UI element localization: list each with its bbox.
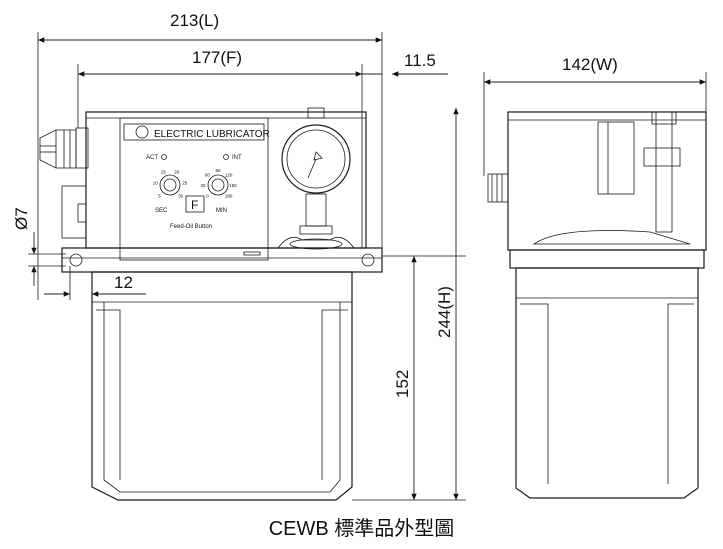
dim-offset: 11.5 — [404, 51, 436, 70]
side-gauge-stem — [655, 111, 673, 233]
drawing-caption: CEWB 標準品外型圖 — [268, 518, 455, 540]
act-led-icon — [161, 154, 167, 160]
side-view — [487, 111, 707, 499]
side-housing — [507, 111, 707, 251]
panel-brand: ELECTRIC LUBRICATOR — [154, 129, 270, 140]
side-window-right — [667, 303, 694, 484]
pump-housing — [85, 111, 367, 249]
feed-oil-button[interactable] — [185, 195, 205, 213]
min-dial-scale: 0 30 60 90 120 150 180 — [200, 168, 237, 199]
terminal-block — [61, 185, 87, 239]
side-stem-cap — [651, 111, 677, 125]
sec-dial-scale: 5 10 15 20 25 30 — [153, 170, 188, 199]
front-tank-inner — [103, 302, 341, 493]
cable-gland — [39, 127, 89, 169]
min-dial-knob[interactable] — [211, 178, 225, 192]
min-dial-tick-label: 120 — [225, 172, 233, 177]
side-gland — [487, 173, 509, 203]
min-dial-tick-label: 30 — [200, 183, 206, 188]
feed-oil-label: Feed-Oil Button — [170, 224, 212, 230]
min-dial-tick-label: 90 — [215, 168, 221, 173]
side-fitting — [643, 147, 681, 167]
sec-dial-tick-label: 20 — [174, 170, 180, 175]
sec-dial-tick-label: 15 — [161, 170, 167, 175]
sec-dial-tick-label: 5 — [158, 194, 161, 199]
dim-tank-height: 152 — [393, 370, 412, 398]
terminal-tab — [77, 203, 87, 223]
int-led-icon — [223, 154, 229, 160]
pressure-gauge — [277, 107, 355, 250]
sec-label: SEC — [155, 208, 168, 214]
tank-window-left — [96, 309, 121, 480]
min-dial-tick-label: 0 — [206, 194, 209, 199]
side-flange — [509, 249, 705, 269]
dim-hole-offset: 12 — [114, 273, 133, 292]
side-pump-base — [532, 230, 691, 245]
control-panel — [119, 117, 269, 261]
brand-logo-icon — [135, 125, 149, 139]
sec-dial-tick-label: 25 — [182, 181, 188, 186]
min-dial-tick-label: 60 — [205, 172, 211, 177]
panel-title-bar — [123, 123, 265, 141]
side-gauge — [597, 121, 635, 195]
side-window-left — [520, 303, 549, 484]
dimension-lines: 213(L) 177(F) 11.5 142(W) Ø7 12 244(H) 1… — [12, 11, 707, 501]
mount-hole-left — [69, 253, 83, 267]
front-tank — [91, 271, 353, 501]
sec-dial-tick-label: 10 — [153, 181, 159, 186]
serial-plate — [243, 251, 261, 256]
dim-width: 142(W) — [562, 55, 618, 74]
dim-front: 177(F) — [192, 48, 242, 67]
min-dial[interactable] — [207, 174, 229, 196]
dim-height: 244(H) — [435, 286, 454, 338]
side-tank — [515, 267, 699, 499]
act-label: ACT — [146, 155, 158, 161]
sec-dial-knob[interactable] — [163, 178, 177, 192]
dim-hole: Ø7 — [12, 207, 31, 230]
mount-hole-right — [361, 253, 375, 267]
sec-dial[interactable] — [159, 174, 181, 196]
int-label: INT — [232, 155, 242, 161]
min-label: MIN — [216, 208, 227, 214]
min-dial-tick-label: 150 — [229, 183, 237, 188]
feed-oil-button-label: F — [191, 198, 198, 212]
min-dial-tick-label: 180 — [225, 194, 233, 199]
tank-window-right — [321, 309, 348, 480]
sec-dial-tick-label: 30 — [178, 194, 184, 199]
dim-length: 213(L) — [170, 11, 219, 30]
